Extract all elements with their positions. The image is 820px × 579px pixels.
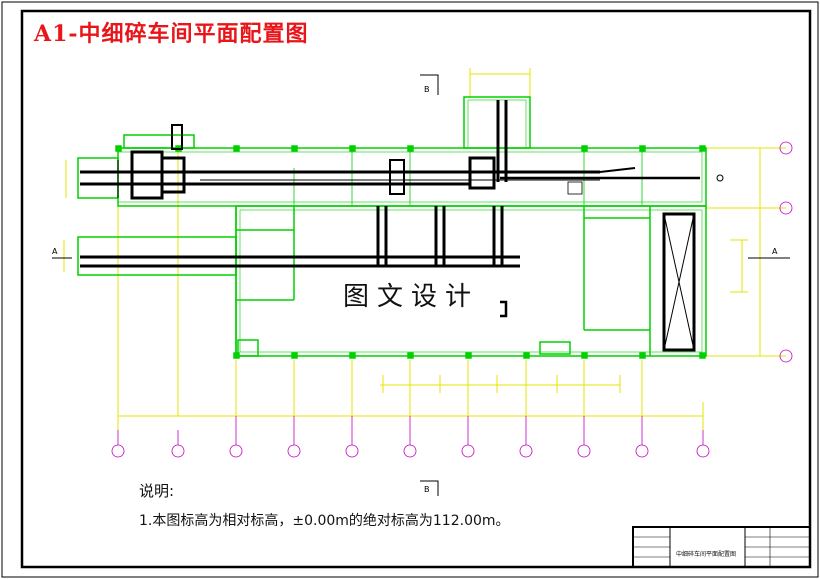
dimension-lines: [63, 68, 786, 430]
section-markers: [52, 74, 790, 496]
watermark: 图文设计: [322, 270, 500, 318]
section-mark-right: A: [772, 247, 778, 256]
building-walls: [77, 96, 707, 359]
notes-heading: 说明:: [139, 482, 175, 500]
notes-line-1: 1.本图标高为相对标高，±0.00m的绝对标高为112.00m。: [139, 513, 510, 529]
section-mark-top: B: [424, 85, 430, 94]
title-block: [632, 526, 811, 568]
drawing-title: A1-中细碎车间平面配置图: [34, 21, 309, 47]
inner-frame: [20, 9, 812, 569]
grid-axes: [111, 141, 793, 458]
section-mark-left: A: [52, 247, 58, 256]
title-block-drawing-name: 中细碎车间平面配置图: [676, 551, 737, 558]
section-mark-bottom: B: [424, 485, 430, 494]
